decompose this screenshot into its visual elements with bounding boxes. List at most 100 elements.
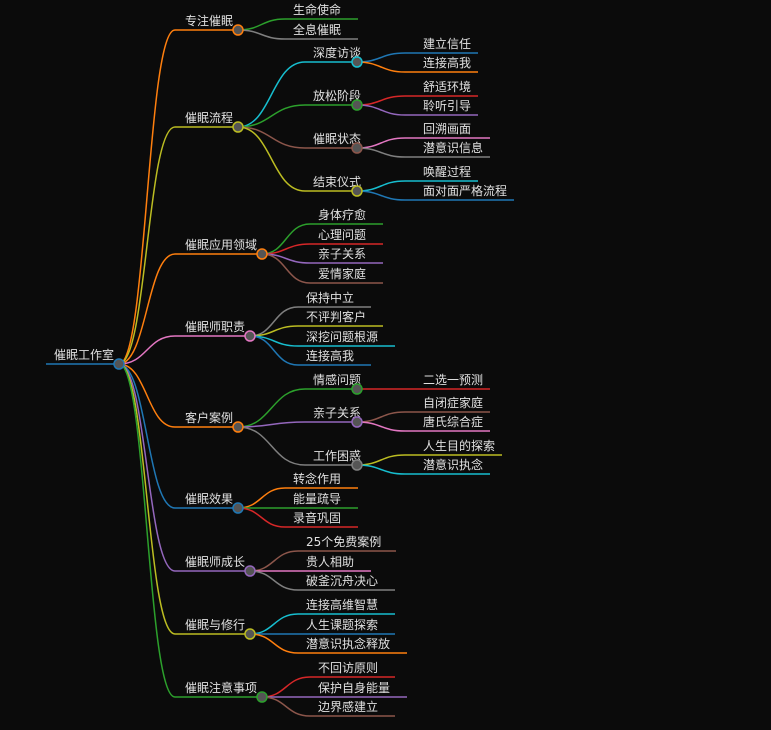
sub-node-connector <box>237 104 306 128</box>
leaf-node-label[interactable]: 唐氏综合症 <box>423 414 483 429</box>
sub-node-connector <box>237 421 306 428</box>
leaf-node-connector <box>356 95 406 106</box>
leaf-node-connector <box>356 190 406 201</box>
leaf-node-label[interactable]: 贵人相助 <box>306 555 354 569</box>
sub-node-collapse-toggle[interactable] <box>351 383 363 395</box>
leaf-node-connector <box>261 676 311 698</box>
leaf-node-label[interactable]: 聆听引导 <box>423 99 471 113</box>
branch-node-connector <box>118 335 176 365</box>
leaf-node-connector <box>249 570 299 591</box>
sub-node-collapse-toggle[interactable] <box>351 459 363 471</box>
leaf-node-label[interactable]: 连接高我 <box>306 348 354 363</box>
sub-node-label[interactable]: 结束仪式 <box>313 175 361 189</box>
leaf-node-label[interactable]: 25个免费案例 <box>306 534 381 549</box>
leaf-node-connector <box>356 104 406 116</box>
leaf-node-label[interactable]: 潜意识信息 <box>423 140 483 155</box>
leaf-node-connector <box>237 18 286 31</box>
leaf-node-label[interactable]: 不评判客户 <box>306 309 366 324</box>
sub-node-connector <box>237 426 306 466</box>
branch-node-label[interactable]: 催眠师成长 <box>185 555 245 569</box>
branch-node-label[interactable]: 催眠师职责 <box>185 320 245 334</box>
leaf-node-label[interactable]: 潜意识执念释放 <box>306 636 390 651</box>
branch-node-label[interactable]: 专注催眠 <box>185 13 233 28</box>
leaf-node-label[interactable]: 人生目的探索 <box>423 438 495 453</box>
leaf-node-label[interactable]: 自闭症家庭 <box>423 395 483 410</box>
leaf-node-label[interactable]: 心理问题 <box>318 228 366 242</box>
sub-node-collapse-toggle[interactable] <box>351 142 363 154</box>
branch-node-collapse-toggle[interactable] <box>232 502 244 514</box>
sub-node-collapse-toggle[interactable] <box>351 99 363 111</box>
branch-node-connector <box>118 126 176 365</box>
leaf-node-label[interactable]: 亲子关系 <box>318 247 366 261</box>
leaf-node-label[interactable]: 二选一预测 <box>423 373 483 387</box>
leaf-node-connector <box>356 454 406 466</box>
sub-node-collapse-toggle[interactable] <box>351 56 363 68</box>
leaf-node-label[interactable]: 深挖问题根源 <box>306 329 378 344</box>
leaf-node-label[interactable]: 舒适环境 <box>423 79 471 94</box>
leaf-node-label[interactable]: 能量疏导 <box>293 491 341 506</box>
sub-node-label[interactable]: 放松阶段 <box>313 88 361 103</box>
sub-node-label[interactable]: 亲子关系 <box>313 406 361 420</box>
leaf-node-label[interactable]: 生命使命 <box>293 2 341 17</box>
leaf-node-label[interactable]: 身体疗愈 <box>318 207 366 222</box>
branch-node-collapse-toggle[interactable] <box>244 330 256 342</box>
leaf-node-label[interactable]: 保持中立 <box>306 290 354 305</box>
branch-node-collapse-toggle[interactable] <box>256 691 268 703</box>
branch-node-connector <box>118 363 176 509</box>
branch-node-label[interactable]: 客户案例 <box>185 410 233 425</box>
leaf-node-label[interactable]: 建立信任 <box>423 36 471 51</box>
sub-node-connector <box>237 126 306 149</box>
leaf-node-label[interactable]: 录音巩固 <box>293 510 341 525</box>
leaf-node-label[interactable]: 唤醒过程 <box>423 164 471 179</box>
leaf-node-label[interactable]: 连接高维智慧 <box>306 597 378 612</box>
leaf-node-connector <box>237 29 286 40</box>
leaf-node-label[interactable]: 保护自身能量 <box>318 680 390 695</box>
sub-node-label[interactable]: 情感问题 <box>313 372 361 387</box>
sub-node-connector <box>237 126 306 192</box>
leaf-node-connector <box>356 61 406 73</box>
branch-node-connector <box>118 363 176 635</box>
leaf-node-label[interactable]: 不回访原则 <box>318 661 378 675</box>
leaf-node-label[interactable]: 转念作用 <box>293 471 341 486</box>
leaf-node-label[interactable]: 人生课题探索 <box>306 618 378 632</box>
branch-node-label[interactable]: 催眠注意事项 <box>185 680 257 695</box>
leaf-node-label[interactable]: 潜意识执念 <box>423 457 483 472</box>
leaf-node-label[interactable]: 爱情家庭 <box>318 266 366 281</box>
branch-node-connector <box>118 363 176 698</box>
sub-node-collapse-toggle[interactable] <box>351 416 363 428</box>
leaf-node-label[interactable]: 全息催眠 <box>293 22 341 37</box>
root-node-label[interactable]: 催眠工作室 <box>54 347 114 362</box>
branch-node-collapse-toggle[interactable] <box>232 421 244 433</box>
sub-node-label[interactable]: 深度访谈 <box>313 45 361 60</box>
branch-node-collapse-toggle[interactable] <box>256 248 268 260</box>
sub-node-label[interactable]: 工作困惑 <box>313 449 361 463</box>
leaf-node-label[interactable]: 回溯画面 <box>423 121 471 136</box>
root-node-collapse-toggle[interactable] <box>113 358 125 370</box>
leaf-node-connector <box>237 507 286 528</box>
branch-node-collapse-toggle[interactable] <box>232 121 244 133</box>
branch-node-label[interactable]: 催眠应用领域 <box>185 237 257 252</box>
leaf-node-label[interactable]: 面对面严格流程 <box>423 183 507 198</box>
leaf-node-connector <box>237 487 286 509</box>
leaf-node-connector <box>356 180 406 192</box>
leaf-node-connector <box>261 696 311 717</box>
branch-node-label[interactable]: 催眠流程 <box>185 110 233 125</box>
branch-node-connector <box>118 29 176 365</box>
sub-node-collapse-toggle[interactable] <box>351 185 363 197</box>
leaf-node-label[interactable]: 破釜沉舟决心 <box>306 573 378 588</box>
branch-node-collapse-toggle[interactable] <box>232 24 244 36</box>
leaf-node-connector <box>249 550 299 572</box>
branch-node-label[interactable]: 催眠效果 <box>185 491 233 506</box>
leaf-node-label[interactable]: 连接高我 <box>423 55 471 70</box>
sub-node-label[interactable]: 催眠状态 <box>313 132 361 146</box>
branch-node-label[interactable]: 催眠与修行 <box>185 617 245 632</box>
branch-node-connector <box>118 363 176 572</box>
leaf-node-connector <box>356 52 406 63</box>
branch-node-collapse-toggle[interactable] <box>244 628 256 640</box>
sub-node-connector <box>237 388 306 428</box>
sub-node-connector <box>237 61 306 128</box>
leaf-node-connector <box>356 421 406 432</box>
leaf-node-label[interactable]: 边界感建立 <box>318 699 378 714</box>
branch-node-collapse-toggle[interactable] <box>244 565 256 577</box>
